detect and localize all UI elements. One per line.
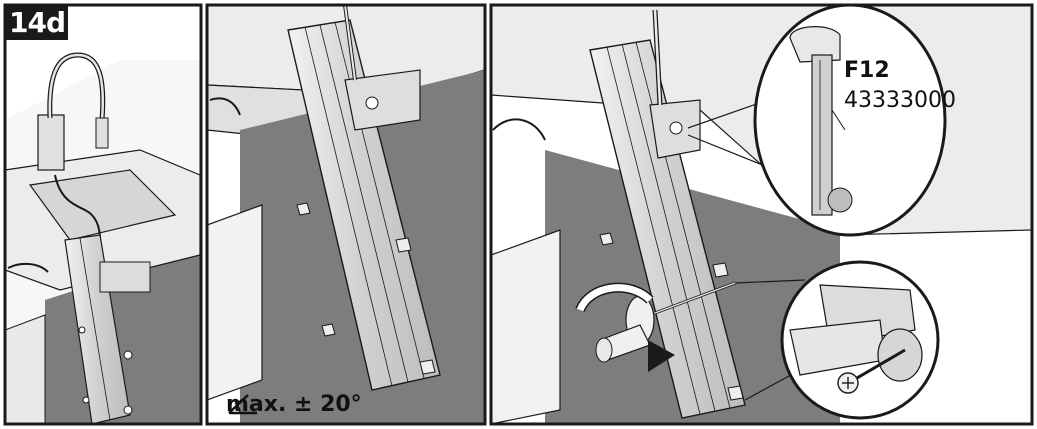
part-number: 43333000 (844, 88, 956, 113)
screwdriver (595, 281, 736, 363)
mount-clip (321, 323, 336, 337)
panel-1-frame (3, 3, 203, 426)
detail-part-f12 (753, 5, 947, 237)
mount-clip (296, 202, 311, 216)
sink-basin (28, 169, 177, 241)
panel-3-frame (489, 3, 1034, 426)
panel-2-frame (205, 3, 487, 426)
faucet-body (37, 114, 65, 171)
detail-screw-fixing (780, 260, 940, 420)
panel-1-overview (5, 5, 201, 424)
step-badge: 14d (6, 6, 68, 40)
angle-icon (228, 394, 257, 415)
mount-clip (419, 359, 436, 375)
mount-clip (395, 237, 412, 253)
part-code: F12 (844, 58, 890, 83)
angle-limit: max. ± 20° (226, 392, 362, 417)
rail (64, 234, 131, 424)
panel-2-angle (207, 5, 485, 424)
panel-3-fixing (491, 5, 1032, 424)
